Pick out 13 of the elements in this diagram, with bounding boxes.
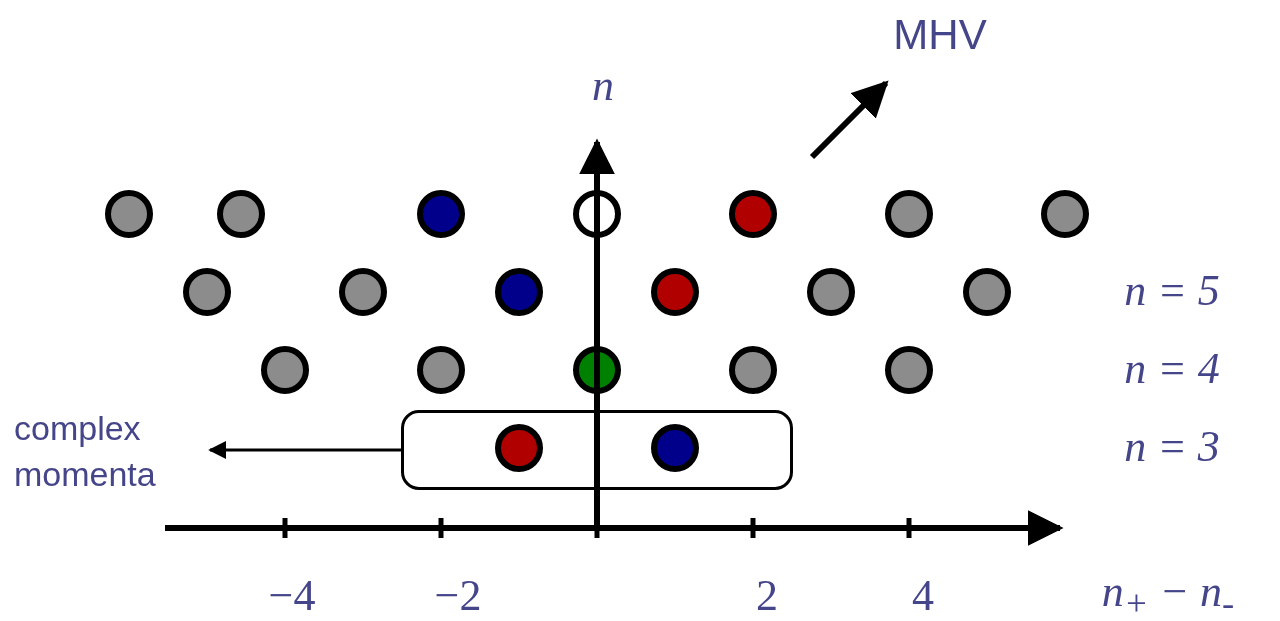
- axis-label: n$_{+}$ − n$_{-}$: [1101, 565, 1235, 621]
- row-label: n = 4: [1124, 342, 1220, 394]
- annotation-text: complex momenta: [14, 398, 210, 504]
- direction-label: MHV: [893, 11, 987, 59]
- axis-label: n: [592, 59, 614, 111]
- tick-label: −4: [268, 569, 316, 621]
- tick-label: 2: [756, 569, 778, 621]
- tick-label: −2: [434, 569, 482, 621]
- row-label: n = 3: [1124, 420, 1220, 472]
- rounded-box: [401, 410, 793, 490]
- tick-label: 4: [912, 569, 934, 621]
- row-label: n = 5: [1124, 264, 1220, 316]
- arrow: [208, 441, 401, 459]
